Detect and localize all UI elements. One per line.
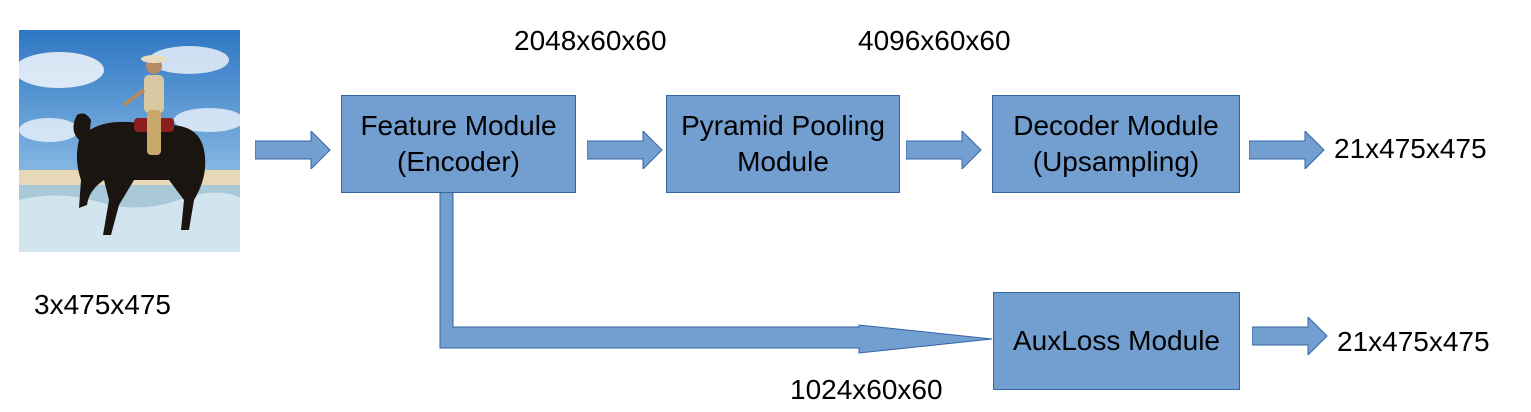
decoder-module-subtitle: (Upsampling): [1032, 146, 1200, 177]
feature-module-subtitle: (Encoder): [397, 146, 520, 177]
input-image-svg: [19, 30, 240, 252]
arrow-pyramid-to-decoder: [906, 131, 982, 169]
rider-arm: [122, 88, 146, 107]
cloud: [149, 46, 229, 74]
aux-input-shape: 1024x60x60: [790, 374, 943, 405]
rider-body: [144, 75, 164, 113]
encoder-output-shape: 2048x60x60: [514, 25, 667, 56]
pyramid-module-subtitle: Module: [737, 146, 829, 177]
cloud: [19, 118, 79, 142]
decoder-output-shape: 21x475x475: [1334, 133, 1487, 164]
auxloss-module-title: AuxLoss Module: [1012, 325, 1220, 356]
rider-legs: [147, 110, 161, 155]
feature-module-box: Feature Module (Encoder): [341, 95, 576, 193]
pyramid-pooling-module-box: Pyramid Pooling Module: [666, 95, 900, 193]
arrow-encoder-to-pyramid: [587, 131, 663, 169]
horse-head: [73, 113, 91, 140]
horse: [76, 121, 206, 235]
auxloss-output-shape: 21x475x475: [1337, 326, 1490, 357]
feature-module-title: Feature Module: [360, 110, 557, 141]
rider-hat: [141, 55, 167, 63]
auxloss-module-box: AuxLoss Module: [993, 292, 1240, 390]
cloud: [174, 108, 240, 132]
arrow-encoder-to-auxloss: [439, 192, 993, 354]
arrow-auxloss-to-output: [1252, 317, 1328, 355]
arrow-decoder-to-output: [1249, 131, 1325, 169]
arrow-input-to-encoder: [255, 131, 331, 169]
pyramid-module-title: Pyramid Pooling: [681, 110, 885, 141]
input-image: [19, 30, 240, 252]
decoder-module-title: Decoder Module: [1013, 110, 1219, 141]
decoder-module-box: Decoder Module (Upsampling): [992, 95, 1240, 193]
pyramid-output-shape: 4096x60x60: [858, 25, 1011, 56]
input-shape-label: 3x475x475: [34, 289, 172, 320]
cloud: [19, 52, 104, 88]
